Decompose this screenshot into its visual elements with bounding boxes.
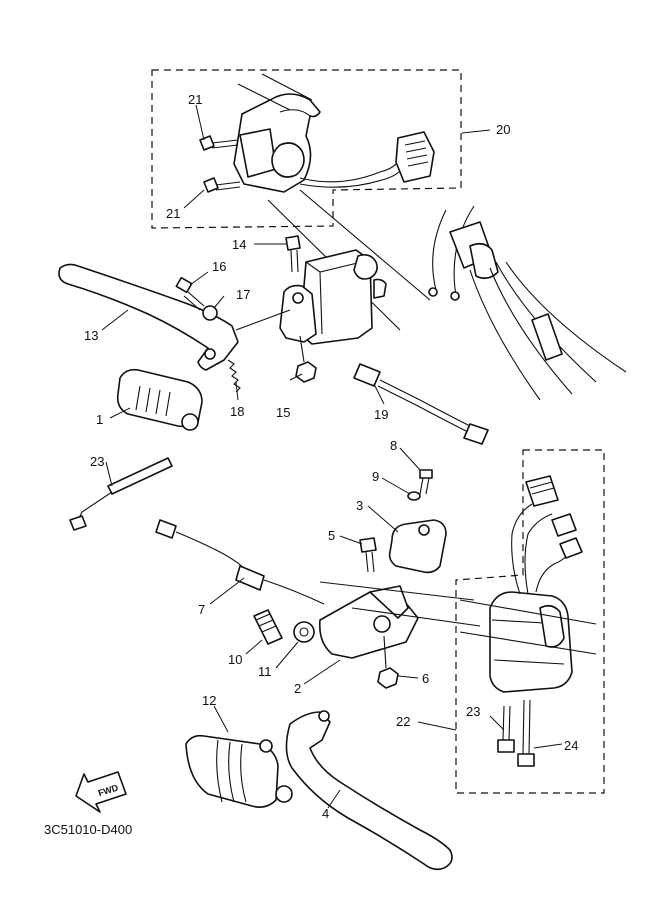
brake-lever-4 (285, 711, 453, 871)
clutch-lever-13 (58, 263, 239, 371)
callout-15: 15 (276, 405, 290, 420)
cable-band-24 (69, 457, 173, 531)
cable-7 (155, 519, 325, 605)
leader-lines (101, 104, 563, 809)
callout-1: 1 (96, 412, 103, 427)
screw-23-right (517, 699, 535, 767)
callout-2: 2 (294, 681, 301, 696)
callout-13: 13 (84, 328, 98, 343)
callout-24: 23 (90, 454, 104, 469)
washer-9 (407, 491, 421, 501)
callout-14: 14 (232, 237, 246, 252)
screw-8 (419, 469, 433, 495)
callout-18: 18 (230, 404, 244, 419)
callout-8: 8 (390, 438, 397, 453)
callout-9: 9 (372, 469, 379, 484)
callout-11: 11 (258, 664, 272, 679)
fwd-arrow: FWD (75, 771, 127, 813)
locknut-11 (293, 621, 315, 643)
callout-23: 24 (564, 738, 578, 753)
handlebar-switch-20 (233, 73, 435, 331)
group-box-22 (455, 449, 605, 794)
adjuster-10 (253, 609, 283, 645)
bolt-5 (359, 537, 377, 573)
callout-21: 21 (188, 92, 202, 107)
callout-4: 4 (322, 806, 329, 821)
bolt-14 (285, 235, 301, 273)
callout-7: 7 (198, 602, 205, 617)
callout-16: 16 (212, 259, 226, 274)
screw-21-lower (203, 177, 241, 193)
drawing-code: 3C51010-D400 (44, 822, 132, 837)
callout-10: 10 (228, 652, 242, 667)
screw-21-upper (199, 135, 239, 151)
spring-18 (227, 359, 241, 393)
clutch-lever-pivot (204, 348, 216, 360)
nut-6 (377, 667, 399, 689)
callout-22: 22 (396, 714, 410, 729)
screw-23-left (497, 705, 515, 753)
callout-3: 3 (356, 498, 363, 513)
callout-6: 6 (422, 671, 429, 686)
lever-holder-12 (185, 734, 279, 808)
callout-17: 17 (236, 287, 250, 302)
callout-21: 21 (166, 206, 180, 221)
bracket-3 (388, 519, 447, 574)
bolt-16 (175, 276, 205, 311)
brake-switch-19 (353, 363, 489, 445)
callout-5: 5 (328, 528, 335, 543)
callout-20: 20 (496, 122, 510, 137)
throttle-cables (428, 205, 627, 401)
callouts: 21 21 20 14 16 17 13 18 1 15 19 23 8 9 3… (84, 92, 578, 821)
handlebar-switch-22 (459, 475, 597, 693)
group-box-20 (151, 69, 462, 229)
nut-17 (202, 305, 218, 321)
callout-23: 23 (466, 704, 480, 719)
callout-19: 19 (374, 407, 388, 422)
callout-12: 12 (202, 693, 216, 708)
nut-15 (295, 361, 317, 383)
